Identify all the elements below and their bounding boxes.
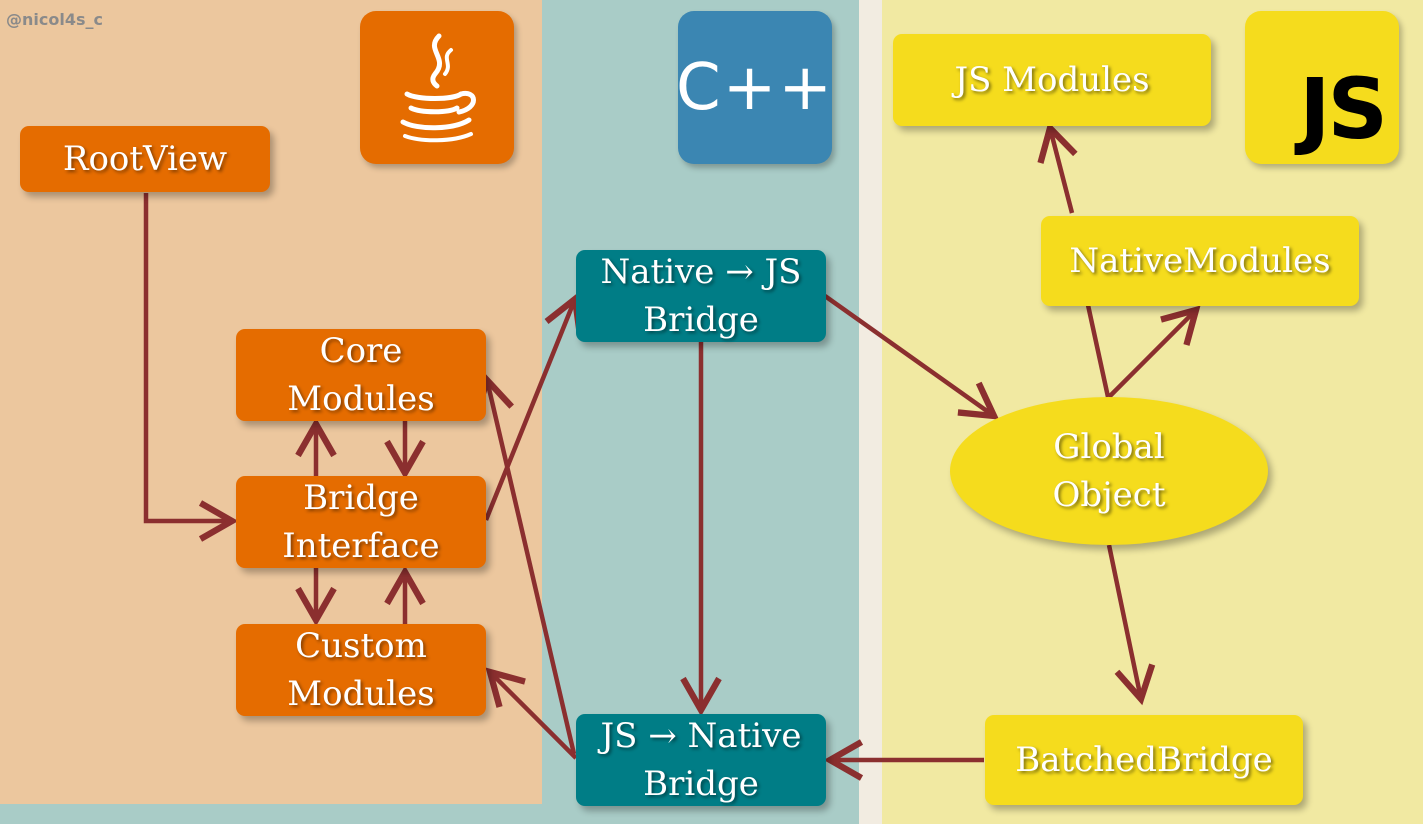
java-logo-icon bbox=[360, 11, 514, 164]
js-logo: JS bbox=[1245, 11, 1399, 164]
java-zone-bottom-strip bbox=[0, 804, 542, 824]
js-to-native-bridge-node: JS → Native Bridge bbox=[576, 714, 826, 806]
rootview-node: RootView bbox=[20, 126, 270, 192]
native-to-js-bridge-node: Native → JS Bridge bbox=[576, 250, 826, 342]
batched-bridge-node: BatchedBridge bbox=[985, 715, 1303, 805]
coffee-cup-icon bbox=[400, 33, 476, 142]
arrow-rootview-to-bridge-interface bbox=[143, 193, 239, 542]
arrow-global-object-to-batched-bridge bbox=[1106, 544, 1156, 706]
arrow-bridge-interface-to-native-js-bridge bbox=[483, 293, 584, 521]
arrow-js-native-bridge-to-custom bbox=[485, 667, 578, 760]
custom-modules-node: Custom Modules bbox=[236, 624, 486, 716]
arrow-native-js-bridge-to-global-object bbox=[823, 294, 1000, 420]
global-object-node: Global Object bbox=[950, 397, 1268, 545]
arrow-global-object-to-js-modules bbox=[1085, 304, 1111, 398]
arrow-global-object-to-native-modules bbox=[1107, 305, 1201, 399]
core-modules-node: Core Modules bbox=[236, 329, 486, 421]
arrow-js-native-bridge-to-core bbox=[473, 373, 577, 755]
native-modules-node: NativeModules bbox=[1041, 216, 1359, 306]
cpp-logo: C++ bbox=[676, 11, 832, 164]
js-modules-node: JS Modules bbox=[893, 34, 1211, 126]
bridge-interface-node: Bridge Interface bbox=[236, 476, 486, 568]
watermark: @nicol4s_c bbox=[6, 10, 103, 29]
